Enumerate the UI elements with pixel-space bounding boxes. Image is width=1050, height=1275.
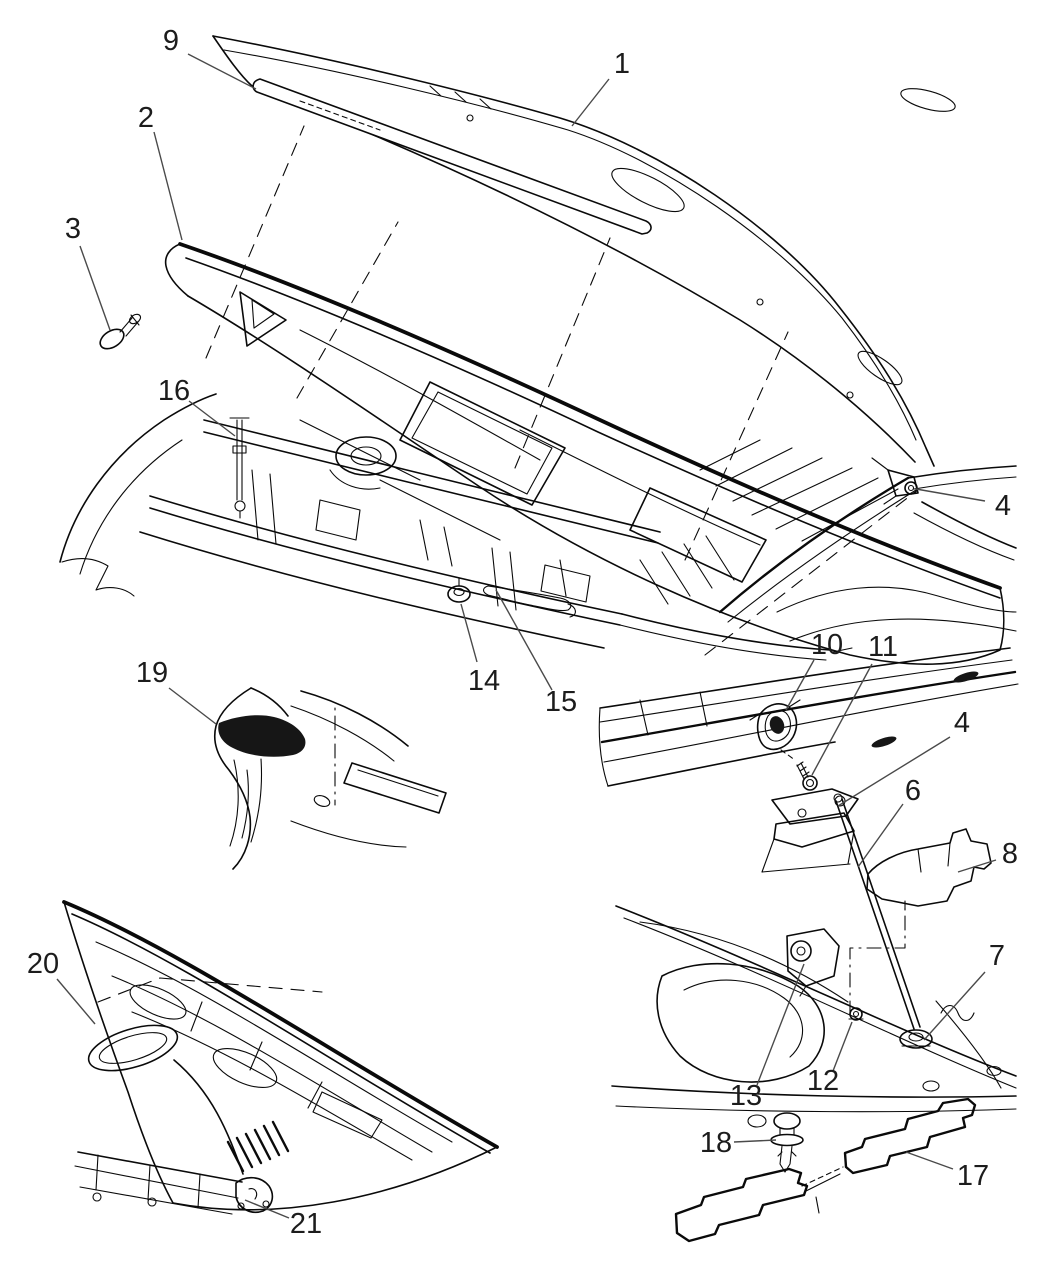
callout-leader-8-13 (957, 859, 997, 873)
callout-label-8-13: 8 (1002, 838, 1018, 870)
callout-label-12-16: 12 (807, 1065, 839, 1097)
callout-label-14-5: 14 (468, 665, 500, 697)
callout-leader-16-4 (188, 400, 236, 437)
callout-leader-14-5 (460, 603, 478, 663)
callout-label-15-6: 15 (545, 686, 577, 718)
callout-label-9-3: 9 (163, 25, 179, 57)
callout-label-4-7: 4 (995, 490, 1011, 522)
callout-label-16-4: 16 (158, 375, 190, 407)
callout-label-17-20: 17 (957, 1160, 989, 1192)
callout-leader-18-19 (733, 1139, 777, 1143)
callout-label-4-11: 4 (954, 707, 970, 739)
projection-lines (205, 125, 916, 656)
open-hood-front-view (62, 900, 499, 1215)
hinge-prop-rod-detail-view (598, 647, 1019, 1128)
callout-label-20-17: 20 (27, 948, 59, 980)
callout-leader-13-15 (756, 963, 805, 1086)
callout-label-19-8: 19 (136, 657, 168, 689)
callout-leader-1-0 (571, 78, 610, 127)
cowl-seal-strip-view (674, 1097, 977, 1243)
cowl-hinge-drawing (699, 439, 1017, 642)
callout-label-7-14: 7 (989, 940, 1005, 972)
callout-leader-4-7 (915, 488, 986, 502)
callout-leader-19-8 (168, 687, 217, 725)
callout-leader-7-14 (923, 971, 986, 1041)
callout-label-1-0: 1 (614, 48, 630, 80)
corner-bumper-detail-view (213, 687, 447, 870)
top-exploded-hood-view (59, 35, 1017, 666)
hood-silencer-pad-drawing (164, 242, 1005, 666)
push-pin-drawing (99, 313, 142, 350)
hood-outer-panel-drawing (212, 35, 956, 467)
callout-leader-6-12 (857, 803, 904, 868)
callout-leader-3-2 (79, 245, 111, 331)
callout-label-3-2: 3 (65, 213, 81, 245)
callout-label-21-18: 21 (290, 1208, 322, 1240)
callout-leader-15-6 (495, 589, 553, 691)
callout-leader-9-3 (187, 53, 257, 90)
callout-leader-11-10 (811, 663, 873, 776)
callout-leader-12-16 (832, 1021, 853, 1072)
callout-label-6-12: 6 (905, 775, 921, 807)
front-structure-drawing (59, 393, 831, 661)
hood-rear-seal-drawing (252, 78, 652, 235)
callout-label-13-15: 13 (730, 1080, 762, 1112)
callout-leader-20-17 (56, 978, 96, 1025)
callout-label-18-19: 18 (700, 1127, 732, 1159)
callout-leader-21-18 (244, 1199, 290, 1219)
callout-label-2-1: 2 (138, 102, 154, 134)
callout-label-10-9: 10 (811, 629, 843, 661)
callout-leader-17-20 (905, 1151, 954, 1170)
callout-leader-4-11 (837, 736, 951, 807)
callout-label-11-10: 11 (868, 631, 898, 663)
callout-leader-10-9 (785, 659, 815, 711)
callout-leader-2-1 (153, 131, 183, 241)
